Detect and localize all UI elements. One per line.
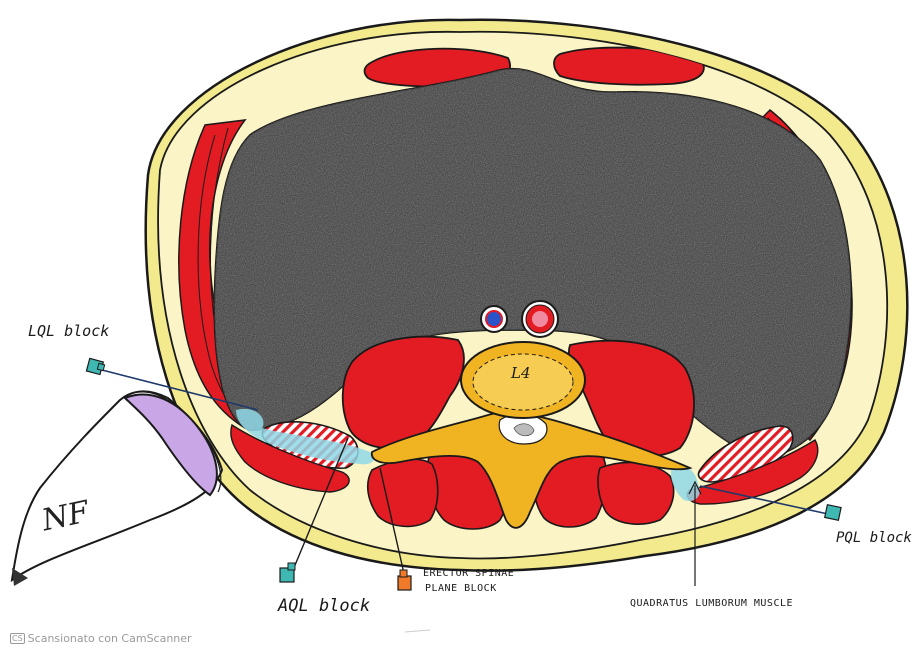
esp-block-label: ERECTOR SPINAE PLANE BLOCK xyxy=(423,566,514,596)
ultrasound-probe-icon xyxy=(12,391,222,586)
esp-block-label-line2: PLANE BLOCK xyxy=(423,581,514,596)
camscanner-badge: CS xyxy=(10,633,25,644)
left-multifidus xyxy=(368,459,438,526)
lql-block-label: LQL block xyxy=(28,322,109,340)
right-multifidus xyxy=(598,462,674,524)
camscanner-text: Scansionato con CamScanner xyxy=(28,632,192,645)
aorta-lumen xyxy=(532,311,548,327)
ql-muscle-label: QUADRATUS LUMBORUM MUSCLE xyxy=(630,598,793,609)
vertebra-label: L4 xyxy=(511,364,531,382)
scan-artifact-line xyxy=(405,630,430,632)
vertebral-body-cancellous xyxy=(473,354,573,410)
esp-block-label-line1: ERECTOR SPINAE xyxy=(423,566,514,581)
scanner-watermark: CS Scansionato con CamScanner xyxy=(10,632,192,645)
aql-block-label: AQL block xyxy=(278,596,370,616)
pql-block-label: PQL block xyxy=(836,530,912,546)
inferior-vena-cava-lumen xyxy=(486,311,502,327)
